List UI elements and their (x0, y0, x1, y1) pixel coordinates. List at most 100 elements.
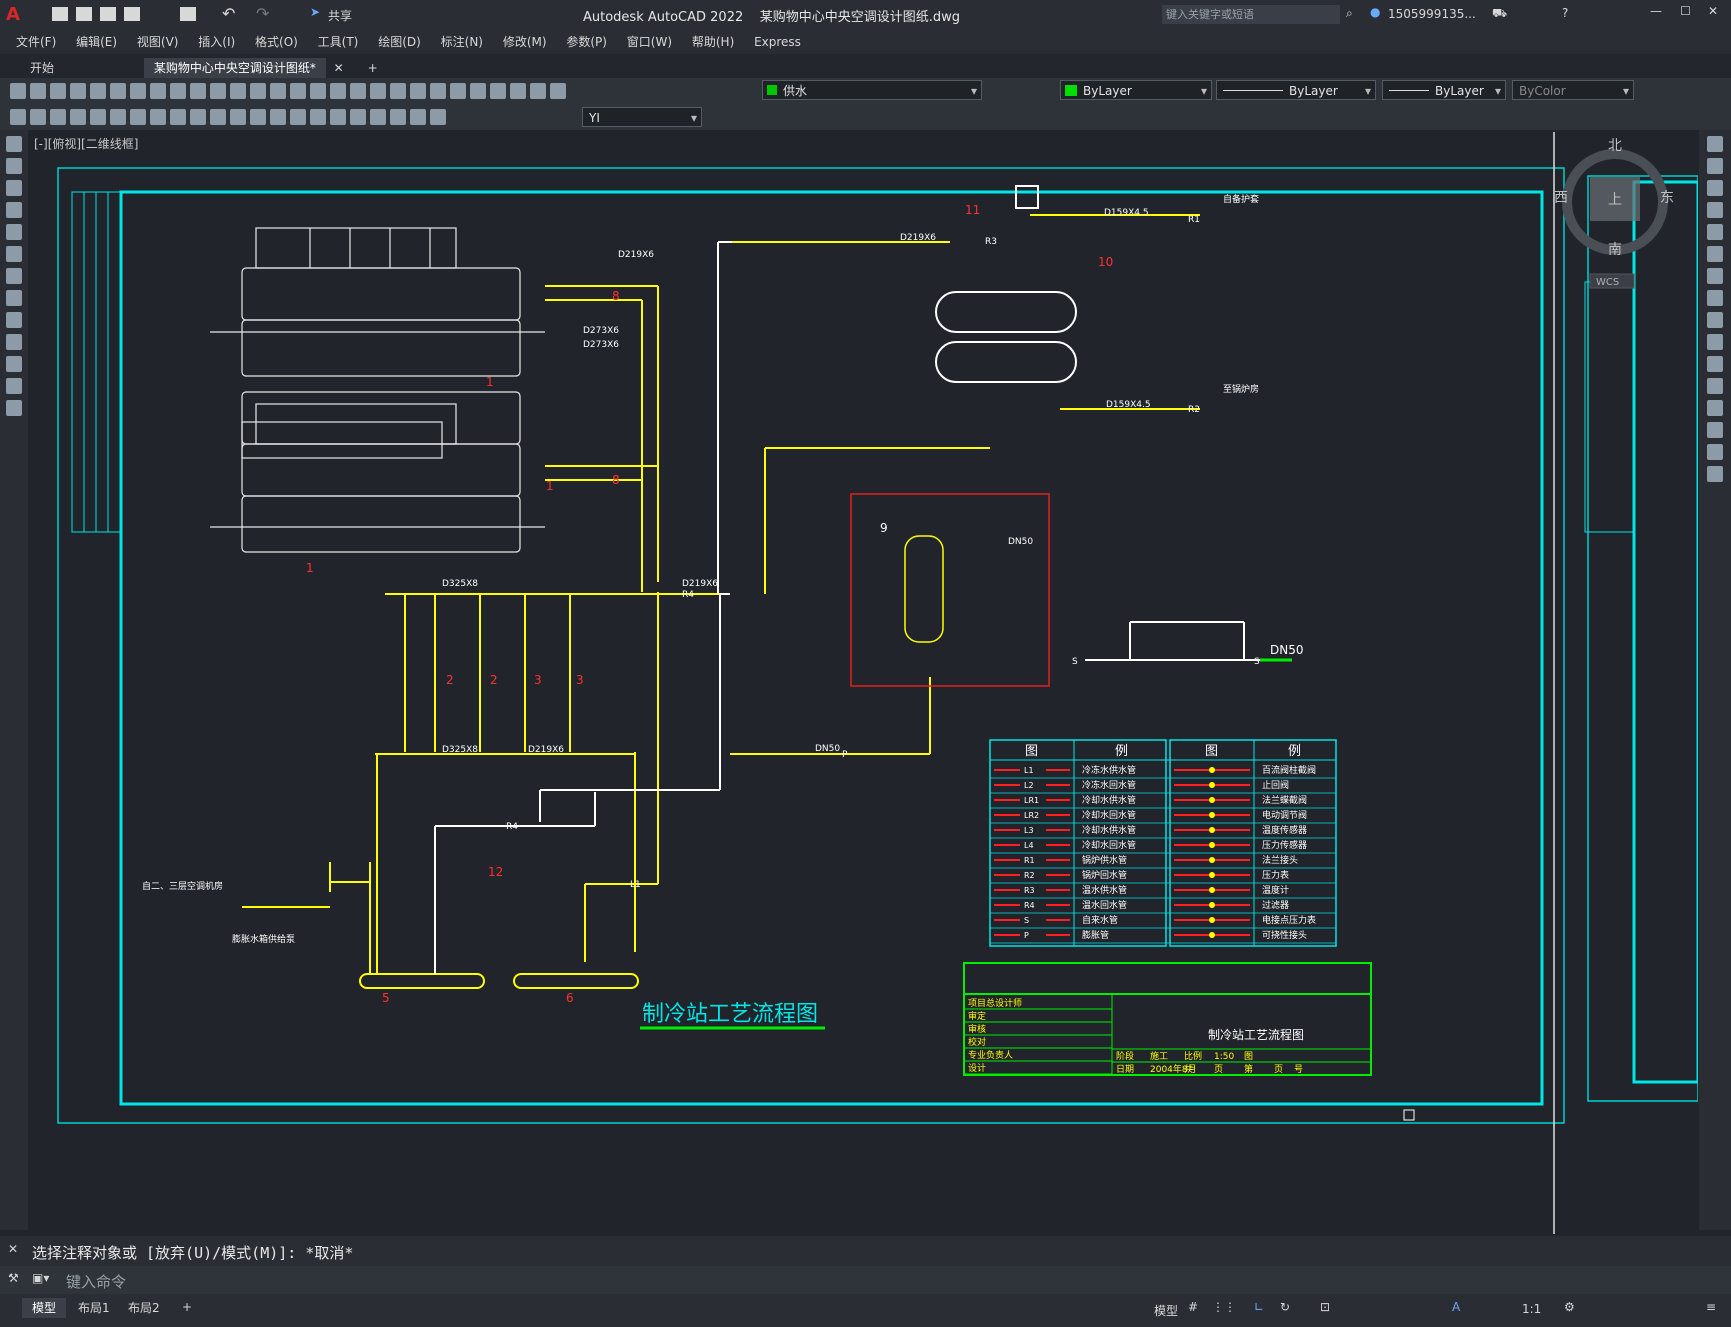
toolbar-icon[interactable] (270, 83, 286, 99)
customize-icon[interactable]: ≡ (1706, 1300, 1717, 1314)
close-icon[interactable]: ✕ (1708, 4, 1719, 18)
toolbar-icon[interactable] (290, 109, 306, 125)
toolbar-icon[interactable] (310, 83, 326, 99)
toolbar-icon[interactable] (170, 83, 186, 99)
maximize-icon[interactable]: ☐ (1680, 4, 1691, 18)
qat-print-icon[interactable] (180, 7, 196, 21)
toolbar-icon[interactable] (430, 83, 446, 99)
lineweight-dropdown[interactable]: ByLayer (1382, 80, 1506, 101)
toolbar-icon[interactable] (170, 109, 186, 125)
toolbar-icon[interactable] (550, 83, 566, 99)
array-icon[interactable] (1707, 224, 1723, 240)
toolbar-icon[interactable] (70, 109, 86, 125)
toolbar-icon[interactable] (450, 83, 466, 99)
toolbar-icon[interactable] (470, 83, 486, 99)
color-dropdown[interactable]: ByLayer (1060, 80, 1212, 101)
new-tab-icon[interactable]: + (367, 61, 378, 75)
user-icon[interactable]: ● (1370, 5, 1381, 19)
viewcube-west[interactable]: 西 (1554, 190, 1568, 206)
viewport-label[interactable]: [-][俯视][二维线框] (34, 136, 138, 151)
offset-icon[interactable] (1707, 202, 1723, 218)
toolbar-icon[interactable] (410, 83, 426, 99)
toolbar-icon[interactable] (30, 83, 46, 99)
toolbar-icon[interactable] (130, 83, 146, 99)
qat-open-icon[interactable] (76, 7, 92, 21)
tab-start[interactable]: 开始 (30, 61, 55, 75)
command-input-bar[interactable]: ⚒ ▣▾ 键入命令 (0, 1266, 1731, 1294)
extend-icon[interactable] (1707, 356, 1723, 372)
toolbar-icon[interactable] (10, 83, 26, 99)
toolbar-icon[interactable] (110, 83, 126, 99)
layout-tab-model[interactable]: 模型 (22, 1298, 67, 1318)
toolbar-icon[interactable] (90, 83, 106, 99)
viewcube[interactable]: 上 北 南 东 西 WCS (1554, 138, 1674, 289)
viewcube-north[interactable]: 北 (1608, 138, 1622, 154)
scale-icon[interactable] (1707, 290, 1723, 306)
toolbar-icon[interactable] (210, 83, 226, 99)
menu-view[interactable]: 视图(V) (136, 35, 179, 49)
toolbar-icon[interactable] (410, 109, 426, 125)
layout-tab-2[interactable]: 布局2 (128, 1301, 160, 1315)
point-icon[interactable] (6, 334, 22, 350)
model-space-button[interactable]: 模型 (1154, 1304, 1179, 1318)
viewcube-east[interactable]: 东 (1660, 190, 1674, 206)
line-icon[interactable] (6, 136, 22, 152)
plotstyle-dropdown[interactable]: ByColor (1512, 80, 1634, 101)
menu-draw[interactable]: 绘图(D) (378, 35, 421, 49)
menu-window[interactable]: 窗口(W) (626, 35, 673, 49)
drawing-svg[interactable]: [-][俯视][二维线框] 上 北 南 东 西 WCS (30, 132, 1700, 1234)
search-icon[interactable]: ⌕ (1346, 6, 1353, 20)
toolbar-icon[interactable] (370, 83, 386, 99)
toolbar-icon[interactable] (330, 109, 346, 125)
toolbar-icon[interactable] (50, 109, 66, 125)
toolbar-icon[interactable] (230, 83, 246, 99)
hatch-icon[interactable] (6, 356, 22, 372)
polygon-icon[interactable] (6, 180, 22, 196)
help-icon[interactable]: ? (1562, 6, 1569, 20)
qat-new-icon[interactable] (52, 7, 68, 21)
menu-modify[interactable]: 修改(M) (502, 35, 547, 49)
toolbar-icon[interactable] (350, 83, 366, 99)
tab-drawing[interactable]: 某购物中心中央空调设计图纸* (143, 58, 326, 78)
textstyle-dropdown[interactable]: YI (582, 107, 702, 128)
toolbar-icon[interactable] (50, 83, 66, 99)
close-tab-icon[interactable]: ✕ (333, 61, 344, 75)
toolbar-icon[interactable] (510, 83, 526, 99)
trim-icon[interactable] (1707, 334, 1723, 350)
arc-icon[interactable] (6, 224, 22, 240)
toolbar-icon[interactable] (390, 83, 406, 99)
toolbar-icon[interactable] (10, 109, 26, 125)
annotation-icon[interactable]: A (1452, 1300, 1461, 1314)
grid-icon[interactable]: # (1188, 1300, 1199, 1314)
menu-help[interactable]: 帮助(H) (691, 35, 735, 49)
chamfer-icon[interactable] (1707, 422, 1723, 438)
block-icon[interactable] (6, 312, 22, 328)
toolbar-icon[interactable] (390, 109, 406, 125)
move-icon[interactable] (1707, 246, 1723, 262)
toolbar-icon[interactable] (250, 109, 266, 125)
stretch-icon[interactable] (1707, 312, 1723, 328)
layer-dropdown[interactable]: 供水 (762, 80, 982, 101)
rectangle-icon[interactable] (6, 202, 22, 218)
command-input[interactable]: 键入命令 (66, 1273, 127, 1291)
toolbar-icon[interactable] (370, 109, 386, 125)
rotate-icon[interactable] (1707, 268, 1723, 284)
menu-file[interactable]: 文件(F) (16, 35, 57, 49)
wcs-label[interactable]: WCS (1596, 277, 1619, 288)
linetype-dropdown[interactable]: ByLayer (1216, 80, 1376, 101)
toolbar-icon[interactable] (490, 83, 506, 99)
spline-icon[interactable] (6, 268, 22, 284)
toolbar-icon[interactable] (90, 109, 106, 125)
fillet-icon[interactable] (1707, 444, 1723, 460)
close-command-icon[interactable]: ✕ (8, 1242, 19, 1256)
wrench-icon[interactable]: ⚒ (8, 1271, 19, 1285)
toolbar-icon[interactable] (430, 109, 446, 125)
menu-express[interactable]: Express (754, 35, 801, 49)
toolbar-icon[interactable] (150, 83, 166, 99)
ortho-icon[interactable]: ∟ (1254, 1300, 1265, 1314)
search-input[interactable]: 键入关键字或短语 (1162, 5, 1340, 24)
menu-insert[interactable]: 插入(I) (198, 35, 236, 49)
explode-icon[interactable] (1707, 466, 1723, 482)
text-icon[interactable] (6, 400, 22, 416)
menu-tools[interactable]: 工具(T) (317, 35, 359, 49)
